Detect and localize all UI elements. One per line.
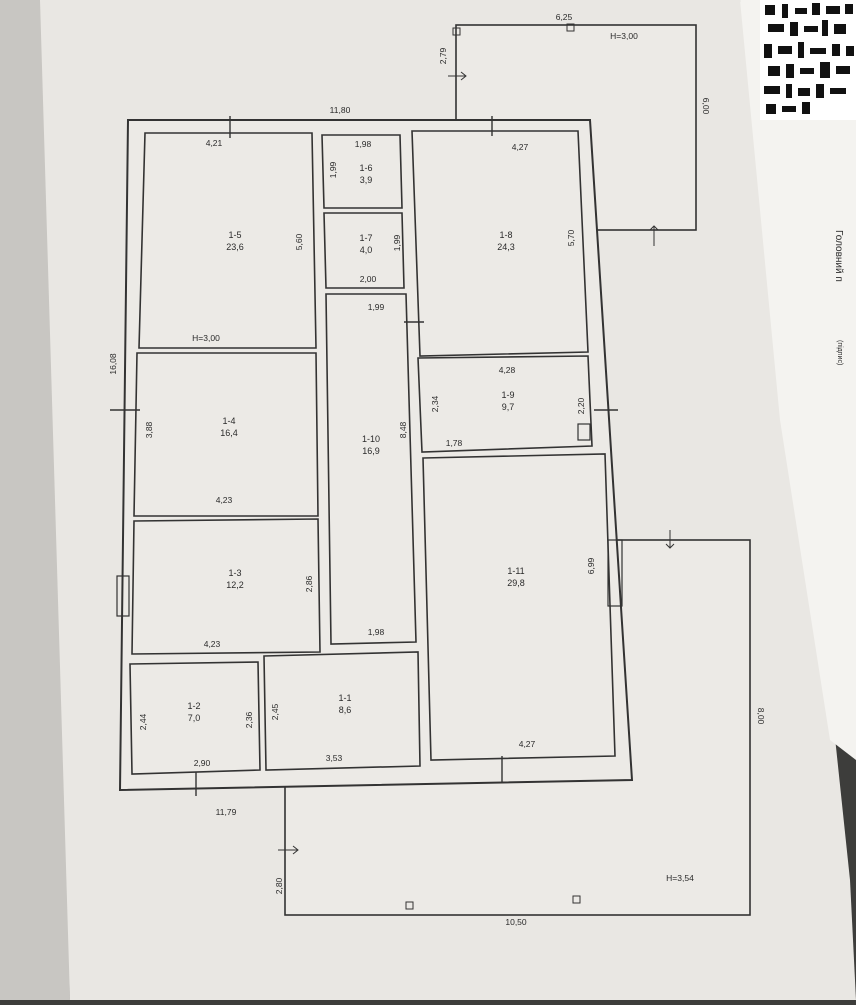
dim-r10-height: 8,48 — [398, 421, 408, 438]
room-1-6 — [321, 134, 403, 209]
entry-arrow — [278, 845, 299, 855]
dim-terrace1-ceiling: H=3,00 — [610, 31, 638, 41]
room-label-1-5: 1-5 — [228, 230, 241, 240]
dim-r8-width: 4,27 — [512, 142, 529, 152]
dim-r11-width: 4,27 — [519, 739, 536, 749]
stove-mark — [577, 423, 591, 441]
room-label-1-4: 1-4 — [222, 416, 235, 426]
window-mark — [607, 539, 623, 607]
dim-terrace2-width: 10,50 — [505, 917, 527, 927]
dim-terrace1-left: 2,79 — [438, 47, 448, 64]
dim-r7-height: 1,99 — [392, 234, 402, 251]
dim-r9-right: 2,20 — [576, 397, 586, 414]
dim-r3-width: 4,23 — [204, 639, 221, 649]
dim-r6-height: 1,99 — [328, 161, 338, 178]
dim-r5-width: 4,21 — [206, 138, 223, 148]
room-label-1-2: 1-2 — [187, 701, 200, 711]
dim-r10-top: 1,99 — [368, 302, 385, 312]
room-label-1-3: 1-3 — [228, 568, 241, 578]
dim-terrace2-left: 2,80 — [274, 877, 284, 894]
dim-r4-height: 3,88 — [144, 421, 154, 438]
post-mark — [572, 895, 581, 904]
dim-r4-width: 4,23 — [216, 495, 233, 505]
dim-r10-bottom: 1,98 — [368, 627, 385, 637]
dim-r3-height: 2,86 — [304, 575, 314, 592]
dim-r2-width: 2,90 — [194, 758, 211, 768]
room-1-11 — [422, 453, 616, 761]
dim-terrace1-height: 6,00 — [701, 98, 711, 115]
side-vertical-title: Головний п — [833, 230, 844, 282]
room-1-2 — [129, 661, 261, 775]
qr-code — [764, 3, 854, 114]
dim-bottom-width: 11,79 — [216, 807, 237, 817]
qr-code-area — [760, 0, 856, 120]
dim-left-height: 16,08 — [108, 353, 118, 375]
room-label-1-1: 1-1 — [338, 693, 351, 703]
post-mark — [566, 23, 575, 32]
entry-arrow — [665, 530, 675, 549]
window-mark — [116, 575, 130, 617]
room-label-1-7: 1-7 — [359, 233, 372, 243]
entry-arrow — [649, 225, 659, 246]
dim-r8-height: 5,70 — [566, 229, 576, 246]
dim-r1-width: 3,53 — [326, 753, 343, 763]
room-1-7 — [323, 212, 405, 289]
dim-terrace1-width: 6,25 — [556, 12, 573, 22]
room-1-9 — [417, 355, 593, 453]
dim-r9-width: 4,28 — [499, 365, 516, 375]
room-label-1-10: 1-10 — [362, 434, 380, 444]
entry-arrow — [448, 71, 467, 81]
dim-r2-left: 2,44 — [138, 713, 148, 730]
room-label-1-9: 1-9 — [501, 390, 514, 400]
room-area-1-2: 7,0 — [188, 713, 201, 723]
room-area-1-4: 16,4 — [220, 428, 238, 438]
dim-r6-width: 1,98 — [355, 139, 372, 149]
dim-terrace2-height: 8,00 — [756, 708, 766, 725]
room-1-5 — [138, 132, 317, 349]
room-area-1-9: 9,7 — [502, 402, 515, 412]
post-mark — [452, 27, 461, 36]
room-area-1-5: 23,6 — [226, 242, 244, 252]
room-label-1-8: 1-8 — [499, 230, 512, 240]
dim-r2-right: 2,36 — [244, 711, 254, 728]
dim-r9-bottom: 1,78 — [446, 438, 463, 448]
adjacent-sheet — [740, 0, 856, 760]
room-area-1-6: 3,9 — [360, 175, 373, 185]
room-area-1-11: 29,8 — [507, 578, 525, 588]
room-area-1-3: 12,2 — [226, 580, 244, 590]
post-mark — [405, 901, 414, 910]
room-1-4 — [133, 352, 319, 517]
room-1-10 — [325, 293, 417, 645]
room-area-1-8: 24,3 — [497, 242, 515, 252]
dim-r7-width: 2,00 — [360, 274, 377, 284]
room-1-8 — [411, 130, 589, 357]
room-area-1-10: 16,9 — [362, 446, 380, 456]
side-small-note: (підпис) — [836, 340, 844, 365]
dim-r1-left: 2,45 — [270, 703, 280, 720]
room-1-3 — [131, 518, 321, 655]
room-label-1-6: 1-6 — [359, 163, 372, 173]
dim-r9-left: 2,34 — [430, 395, 440, 412]
room-area-1-1: 8,6 — [339, 705, 352, 715]
dim-r11-height: 6,99 — [586, 557, 596, 574]
room-1-1 — [263, 651, 421, 771]
dim-r5-ceiling: H=3,00 — [192, 333, 220, 343]
room-area-1-7: 4,0 — [360, 245, 373, 255]
room-label-1-11: 1-11 — [507, 566, 524, 576]
dim-top-width: 11,80 — [330, 105, 351, 115]
dim-r5-height: 5,60 — [294, 233, 304, 250]
dim-terrace2-ceiling: H=3,54 — [666, 873, 694, 883]
